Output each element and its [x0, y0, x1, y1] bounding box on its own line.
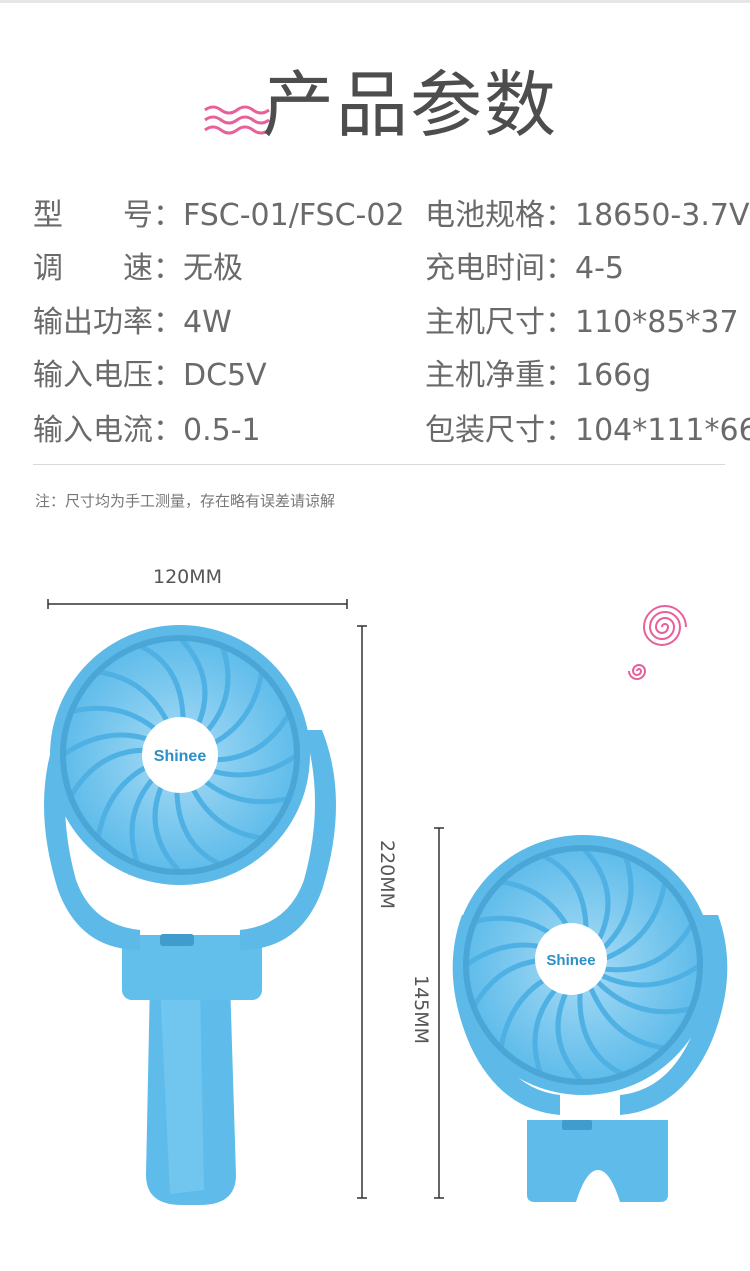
spec-cell: 主机净重：166g — [425, 350, 651, 394]
spec-value: 166g — [575, 358, 652, 393]
folded-height-dimension-label: 145MM — [410, 975, 432, 1045]
measurement-note: 注：尺寸均为手工测量，存在略有误差请谅解 — [35, 492, 336, 510]
spec-label: 包装尺寸： — [425, 413, 575, 448]
spec-label: 输入电流： — [33, 413, 183, 448]
spec-value: FSC-01/FSC-02 — [183, 198, 405, 233]
spec-cell: 调 速：无极 — [33, 243, 243, 287]
spec-cell: 输入电流：0.5-1 — [33, 405, 261, 449]
spec-cell: 主机尺寸：110*85*37 — [425, 297, 739, 341]
spec-value: 4-5 — [575, 251, 624, 286]
spec-label: 主机净重： — [425, 358, 575, 393]
top-border — [0, 0, 750, 3]
spec-cell: 输入电压：DC5V — [33, 350, 267, 394]
spec-cell: 充电时间：4-5 — [425, 243, 624, 287]
wave-decoration-icon — [204, 105, 270, 135]
spec-cell: 电池规格：18650-3.7V — [425, 190, 750, 234]
spec-row: 输入电压：DC5V 主机净重：166g — [33, 350, 733, 393]
width-dimension-label: 120MM — [153, 566, 223, 588]
spec-label: 主机尺寸： — [425, 305, 575, 340]
page-title: 产品参数 — [262, 63, 559, 147]
divider — [33, 464, 725, 465]
spec-label: 输出功率： — [33, 305, 183, 340]
spec-value: 110*85*37 — [575, 305, 739, 340]
dimension-lines — [47, 599, 444, 1199]
spec-value: 0.5-1 — [183, 413, 261, 448]
spec-cell: 包装尺寸：104*111*66 — [425, 405, 750, 449]
spec-cell: 型 号：FSC-01/FSC-02 — [33, 190, 405, 234]
spec-row: 输入电流：0.5-1 包装尺寸：104*111*66 — [33, 405, 750, 448]
title-section: 产品参数 — [0, 62, 750, 152]
spec-label: 充电时间： — [425, 251, 575, 286]
svg-text:Shinee: Shinee — [546, 952, 595, 969]
spec-value: 4W — [183, 305, 232, 340]
handheld-fan-folded: Shinee — [452, 835, 728, 1202]
spec-label: 型 号： — [33, 198, 183, 233]
spec-row: 输出功率：4W 主机尺寸：110*85*37 — [33, 297, 739, 340]
height-dimension-label: 220MM — [376, 840, 398, 910]
product-illustration: Shinee Sh — [44, 599, 728, 1205]
spec-row: 型 号：FSC-01/FSC-02 电池规格：18650-3.7V — [33, 190, 750, 233]
spec-value: 104*111*66 — [575, 413, 750, 448]
spec-label: 电池规格： — [425, 198, 575, 233]
spiral-decoration-icon — [628, 605, 687, 680]
spec-value: 18650-3.7V — [575, 198, 750, 233]
handheld-fan-unfolded: Shinee — [44, 625, 336, 1205]
spec-row: 调 速：无极 充电时间：4-5 — [33, 243, 733, 286]
spec-value: 无极 — [183, 251, 243, 286]
spec-value: DC5V — [183, 358, 267, 393]
spec-label: 输入电压： — [33, 358, 183, 393]
spec-cell: 输出功率：4W — [33, 297, 232, 341]
spec-label: 调 速： — [33, 251, 183, 286]
svg-text:Shinee: Shinee — [154, 748, 207, 765]
